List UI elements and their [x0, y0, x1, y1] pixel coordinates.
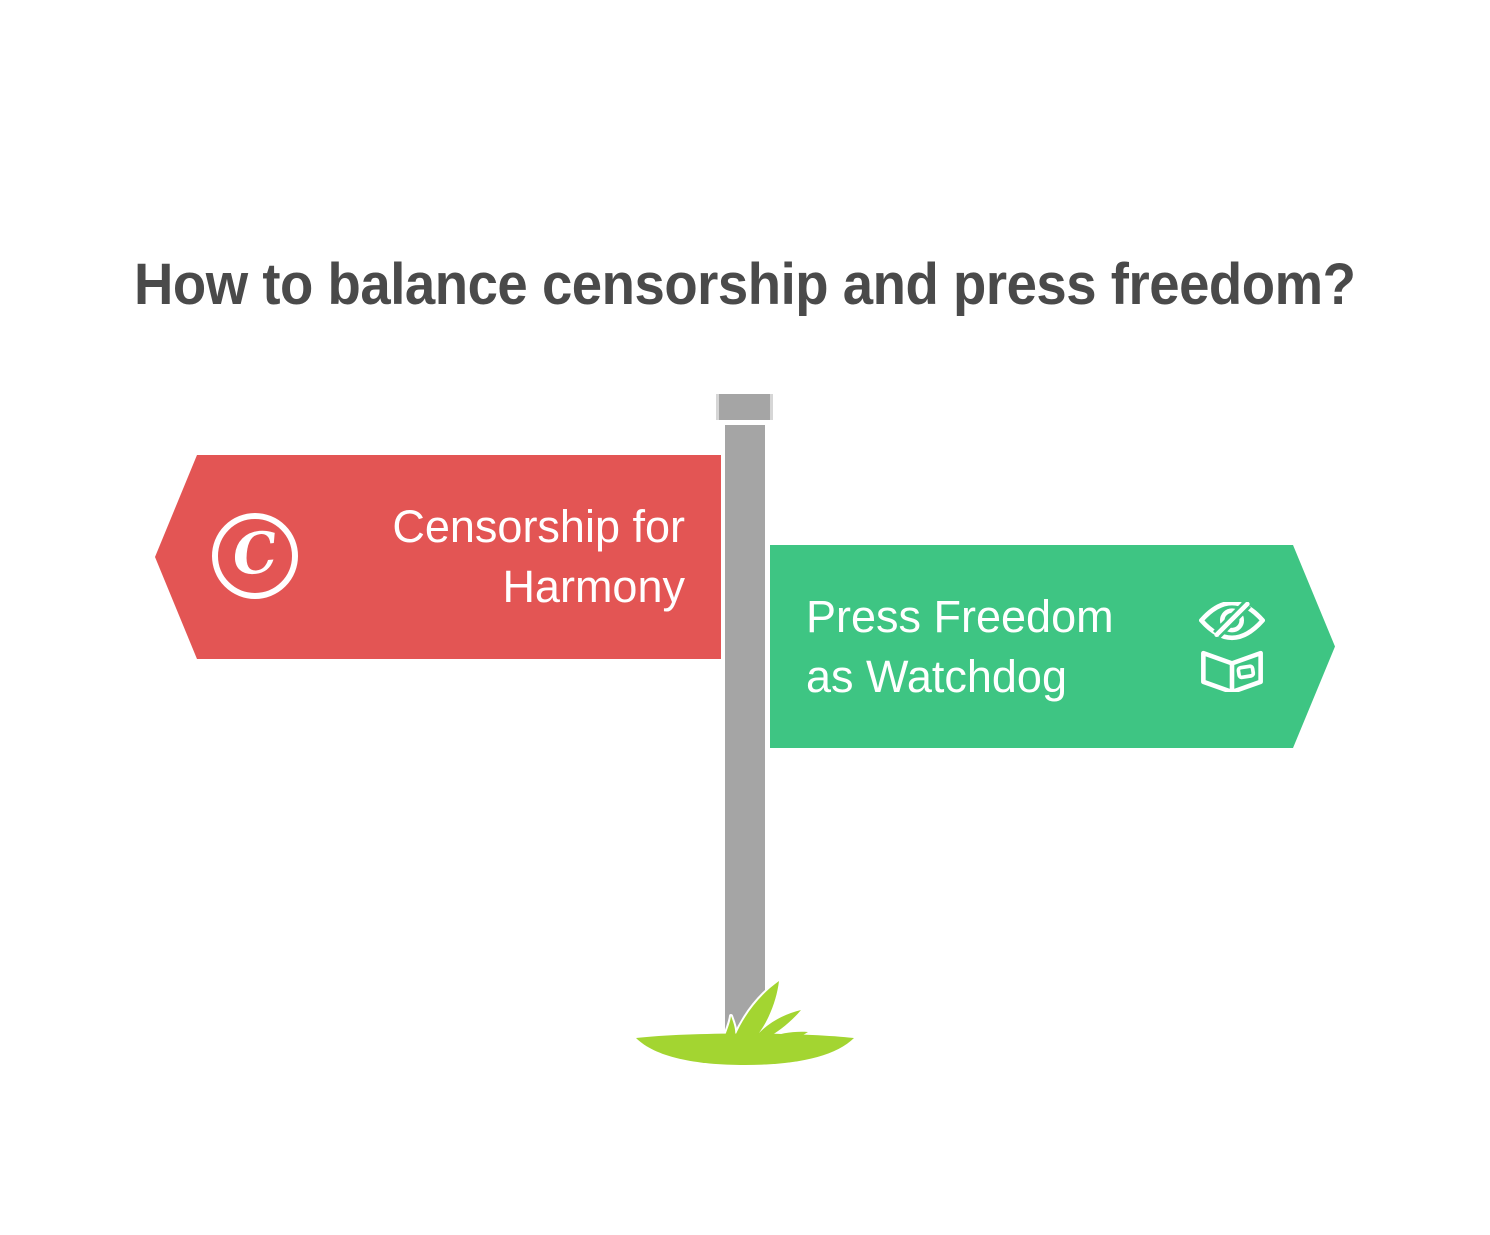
sign-censorship-for-harmony: C Censorship for Harmony [155, 455, 721, 659]
signpost-pole-cap [716, 394, 773, 420]
open-box-icon [1203, 653, 1260, 692]
page-title: How to balance censorship and press free… [134, 251, 1356, 317]
grass [630, 972, 860, 1068]
sign-press-freedom-label: Press Freedom as Watchdog [806, 590, 1114, 702]
circled-script-c-icon: C [212, 513, 298, 599]
hidden-eye-icon [1201, 603, 1262, 638]
sign-censorship-label: Censorship for Harmony [392, 501, 685, 612]
grass-mound [636, 1033, 854, 1065]
hidden-eye-open-box-icon [1199, 602, 1265, 692]
script-c-glyph: C [229, 518, 281, 590]
sign-press-freedom-as-watchdog: Press Freedom as Watchdog [770, 545, 1335, 748]
signpost-pole [725, 425, 765, 1040]
title-row: How to balance censorship and press free… [0, 248, 1490, 320]
